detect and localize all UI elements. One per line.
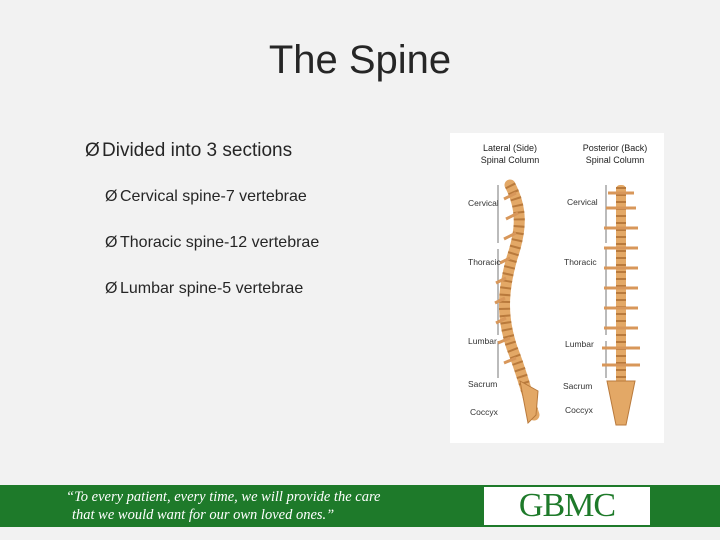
arrow-bullet-icon: Ø (85, 140, 100, 161)
posterior-ribs-stubs-icon (602, 191, 640, 367)
sub-bullet-text: Thoracic spine-12 vertebrae (120, 234, 320, 251)
sub-bullet-text: Cervical spine-7 vertebrae (120, 188, 307, 205)
lateral-vertebrae-icon (499, 182, 540, 417)
spine-illustration (494, 179, 640, 426)
posterior-caption-line: Spinal Column (585, 155, 645, 165)
lateral-label-cervical: Cervical (468, 198, 499, 208)
lateral-label-coccyx: Coccyx (470, 407, 498, 417)
lateral-label-sacrum: Sacrum (468, 379, 498, 389)
main-bullet-text: Divided into 3 sections (102, 140, 293, 161)
posterior-caption-line: Posterior (Back) (582, 143, 648, 153)
posterior-caption: Posterior (Back) Spinal Column (570, 142, 660, 166)
sub-bullet-text: Lumbar spine-5 vertebrae (120, 280, 304, 297)
footer-motto: “To every patient, every time, we will p… (66, 488, 381, 524)
gbmc-logo: GBMC (484, 487, 650, 525)
slide-title: The Spine (268, 38, 452, 82)
lateral-caption-line: Spinal Column (480, 155, 540, 165)
posterior-label-thoracic: Thoracic (564, 257, 597, 267)
posterior-sacrum-icon (606, 380, 636, 426)
arrow-bullet-icon: Ø (105, 188, 118, 205)
footer-bar: “To every patient, every time, we will p… (0, 485, 720, 527)
posterior-label-lumbar: Lumbar (565, 339, 594, 349)
lateral-processes-icon (494, 191, 519, 365)
lateral-label-lumbar: Lumbar (468, 336, 497, 346)
lateral-caption: Lateral (Side) Spinal Column (470, 142, 550, 166)
posterior-label-coccyx: Coccyx (565, 405, 593, 415)
logo-text: GBMC (518, 487, 616, 524)
lateral-caption-line: Lateral (Side) (482, 143, 538, 153)
posterior-label-sacrum: Sacrum (563, 381, 593, 391)
motto-line-1: “To every patient, every time, we will p… (66, 489, 381, 505)
posterior-label-cervical: Cervical (567, 197, 598, 207)
lateral-sacrum-icon (519, 380, 539, 425)
motto-line-2: that we would want for our own loved one… (72, 507, 335, 523)
spine-diagram: Lateral (Side) Spinal Column Posterior (… (450, 133, 664, 443)
arrow-bullet-icon: Ø (105, 234, 118, 251)
lateral-label-thoracic: Thoracic (468, 257, 501, 267)
arrow-bullet-icon: Ø (105, 280, 118, 297)
region-brackets (497, 185, 607, 378)
